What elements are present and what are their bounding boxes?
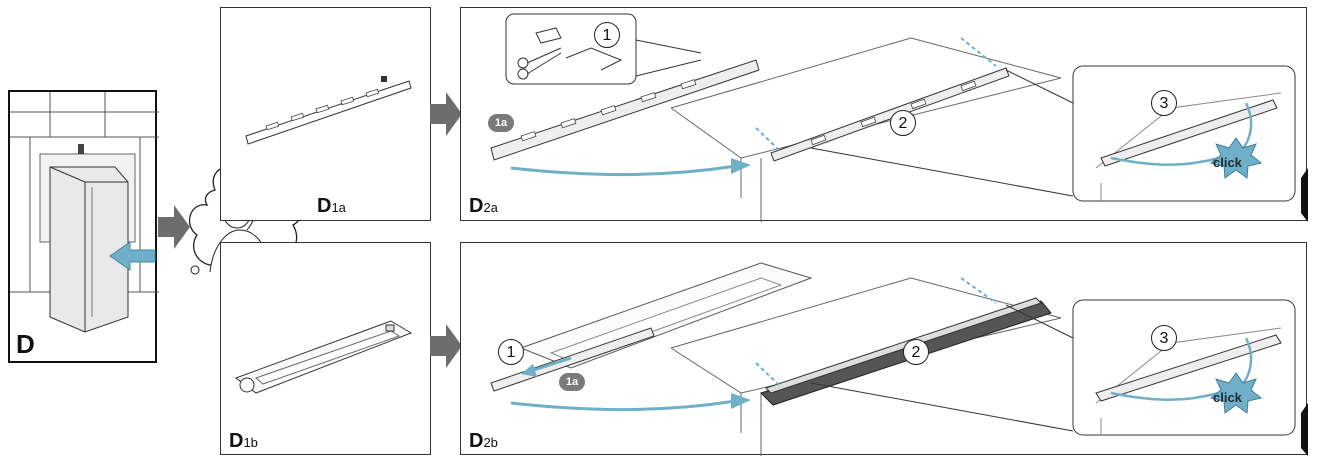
rail-mounting-illustration-b: click (490, 262, 1308, 456)
panel-d2a: click 1 2 3 1a D2a (460, 7, 1308, 222)
fridge-install-illustration (10, 92, 159, 333)
click-burst (1209, 137, 1263, 179)
click-burst (1209, 372, 1263, 414)
step-1a-badge: 1a (559, 373, 585, 391)
hinge-rail-illustration (245, 76, 412, 145)
step-arrow-right (430, 92, 462, 136)
step-3-marker: 3 (1151, 325, 1177, 351)
panel-d2b-label: D2b (469, 430, 498, 452)
rail-mounting-illustration-a: click (490, 13, 1308, 222)
step-3-marker: 3 (1151, 90, 1177, 116)
panel-d1b-label: D1b (229, 430, 258, 452)
step-arrow-right (158, 205, 190, 249)
step-1-marker: 1 (594, 22, 620, 48)
step-2-marker: 2 (903, 339, 929, 365)
packaged-rail-illustration (234, 320, 413, 394)
step-2-marker: 2 (890, 110, 916, 136)
panel-d2b: click 1 2 3 1a D2b (460, 242, 1308, 456)
panel-d: D (8, 90, 159, 363)
click-callout: click (1213, 155, 1243, 170)
panel-d1b: D1b (220, 242, 431, 455)
step-1-marker: 1 (498, 339, 524, 365)
click-callout: click (1213, 390, 1243, 405)
panel-d2a-label: D2a (469, 195, 498, 217)
panel-d-label: D (16, 329, 35, 359)
panel-d1a-label: D1a (317, 195, 346, 217)
step-1a-badge: 1a (488, 114, 514, 132)
step-arrow-right (430, 324, 462, 368)
panel-d1a: D1a (220, 7, 431, 221)
push-arrow (109, 241, 156, 271)
